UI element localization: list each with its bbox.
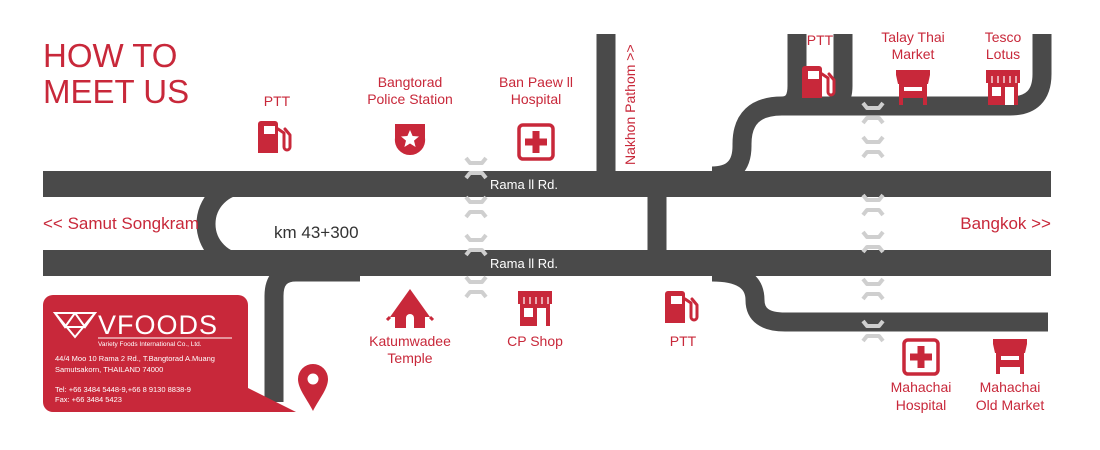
temple-label-1: Katumwadee [369,333,451,349]
police-station-label-1: Bangtorad [378,74,443,90]
store-icon [517,290,553,327]
talay-thai-label-2: Market [892,46,935,62]
mahachai-market-label-2: Old Market [976,397,1045,413]
gas-station-icon [663,289,699,325]
company-address-2: Samutsakorn, THAILAND 74000 [55,365,163,374]
store-icon [985,69,1021,106]
ptt-top-left-label: PTT [264,93,291,109]
company-address-1: 44/4 Moo 10 Rama 2 Rd., T.Bangtorad A.Mu… [55,354,215,363]
km-marker: km 43+300 [274,223,359,242]
rama-road-top-label: Rama ll Rd. [490,177,558,192]
gas-station-icon [256,119,292,155]
tesco-label-2: Lotus [986,46,1020,62]
banpaew-hospital-label-2: Hospital [511,91,562,107]
company-fax: Fax: +66 3484 5423 [55,395,122,404]
rama-road-bottom [43,250,1051,276]
company-tel: Tel: +66 3484 5448-9,+66 8 9130 8838-9 [55,385,191,394]
talay-thai-label-1: Talay Thai [881,29,945,45]
ptt-bottom-label: PTT [670,333,697,349]
mahachai-hospital-label-1: Mahachai [891,379,952,395]
location-pin-icon [298,364,328,411]
company-card: VFOODS Variety Foods International Co., … [43,295,296,412]
market-stall-icon [993,339,1027,374]
temple-icon [385,289,435,328]
cp-shop-label: CP Shop [507,333,563,349]
road-to-talay [826,34,853,116]
company-subtitle: Variety Foods International Co., Ltd. [98,341,202,348]
ptt-top-right-label: PTT [807,32,834,48]
rama-road-bottom-label: Rama ll Rd. [490,256,558,271]
samut-songkram-direction: << Samut Songkram [43,214,199,233]
police-badge-icon [394,124,426,156]
company-brand: VFOODS [98,310,218,340]
nakhon-pathom-direction: Nakhon Pathom >> [622,44,638,165]
rama-road-top [43,171,1051,197]
hospital-cross-icon [517,123,555,161]
banpaew-hospital-label-1: Ban Paew ll [499,74,573,90]
gas-station-icon [800,64,836,100]
page-title-line1: HOW TO [43,37,177,74]
road-to-tesco [711,34,1052,186]
mahachai-market-label-1: Mahachai [980,379,1041,395]
hospital-cross-icon [902,338,940,376]
police-station-label-2: Police Station [367,91,453,107]
temple-label-2: Temple [387,350,432,366]
page-title-line2: MEET US [43,73,189,110]
mahachai-hospital-label-2: Hospital [896,397,947,413]
bangkok-direction: Bangkok >> [960,214,1051,233]
tesco-label-1: Tesco [985,29,1022,45]
vfoods-logo-icon [52,312,98,339]
road-to-ptt-north [781,34,807,116]
